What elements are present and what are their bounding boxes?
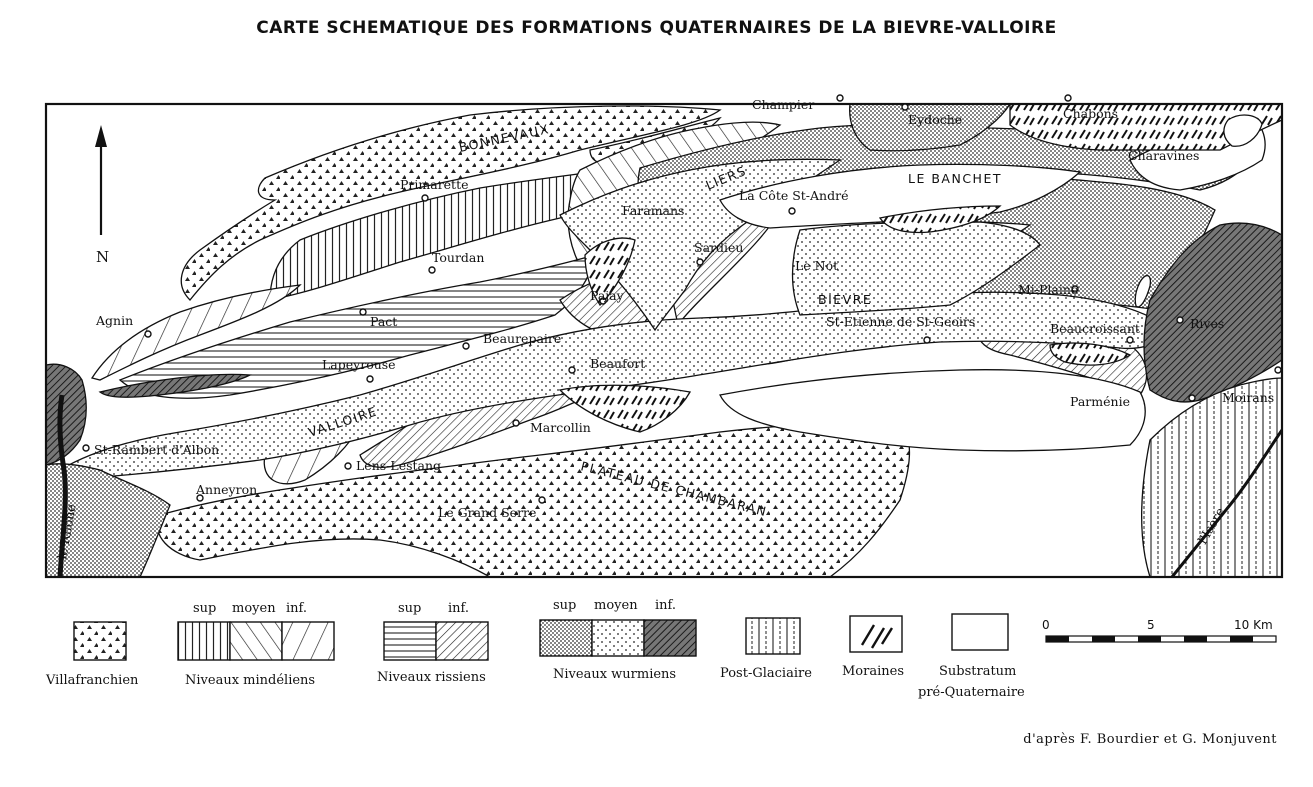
label-faramans: Faramans [622,203,684,218]
legend-swatch-riss-sup [384,622,436,660]
legend-label-substratum-2: pré-Quaternaire [918,685,1025,700]
north-label: N [96,248,109,266]
legend-swatch-mindel-inf [282,622,334,660]
label-bievre: BIEVRE [818,292,872,307]
scale-label-0: 0 [1042,618,1050,632]
label-moirans: Moirans [1222,390,1274,405]
label-anneyron: Anneyron [195,482,257,497]
legend-label-post-glaciaire: Post-Glaciaire [720,666,812,681]
legend-label-wurmiens: Niveaux wurmiens [553,667,676,682]
label-grand-serre: Le Grand Serre [438,505,536,520]
label-beaurepaire: Beaurepaire [483,331,561,346]
label-primarette: Primarette [400,177,469,192]
label-rives: Rives [1190,316,1224,331]
label-parmenie: Parménie [1070,394,1130,409]
legend-riss-inf: inf. [448,601,469,616]
legend-swatch-wurm-moyen [592,620,644,656]
legend: Villafranchien sup moyen inf. Niveaux mi… [45,598,1276,700]
legend-mindel-inf: inf. [286,601,307,616]
legend-swatch-post-glaciaire [746,618,800,654]
legend-wurm-moyen: moyen [594,598,638,613]
label-sardieu: Sardieu [694,240,743,255]
label-tourdan: Tourdan [432,250,484,265]
legend-mindel-moyen: moyen [232,601,276,616]
label-chabons: Chabons [1063,106,1118,121]
label-cote-st-andre: La Côte St-André [739,188,848,203]
legend-swatch-wurm-inf [644,620,696,656]
legend-riss-sup: sup [398,601,421,616]
legend-label-mindeliens: Niveaux mindéliens [185,673,315,688]
scale-label-5: 5 [1147,618,1155,632]
legend-wurm-inf: inf. [655,598,676,613]
credit-line: d'après F. Bourdier et G. Monjuvent [1023,732,1277,747]
legend-label-moraines: Moraines [842,664,904,679]
label-agnin: Agnin [95,313,133,328]
label-mi-plaine: Mi-Plaine [1018,282,1078,297]
legend-swatch-wurm-sup [540,620,592,656]
label-marcollin: Marcollin [530,420,591,435]
legend-swatch-riss-inf [436,622,488,660]
label-banchet: LE BANCHET [908,171,1002,186]
scale-bar: 0 5 10 Km [1042,618,1276,642]
label-le-not: Le Not [795,258,838,273]
legend-label-villafranchien: Villafranchien [45,673,139,688]
map-body [46,104,1282,577]
legend-swatch-mindel-sup [178,622,230,660]
label-st-etienne: St-Etienne de St-Geoirs [826,314,975,329]
legend-wurm-sup: sup [553,598,576,613]
label-beaucroissant: Beaucroissant [1050,321,1140,336]
label-lens-lestang: Lens-Lestang [356,458,441,473]
legend-label-substratum-1: Substratum [939,664,1016,679]
label-lapeyrouse: Lapeyrouse [322,357,396,372]
legend-swatch-moraines [850,616,902,652]
label-champier: Champier [752,97,814,112]
label-pajay: Pajay [590,288,625,303]
label-pact: Pact [370,314,397,329]
label-eydoche: Eydoche [908,112,962,127]
legend-swatch-villafranchien [74,622,126,660]
legend-label-rissiens: Niveaux rissiens [377,670,486,685]
label-st-rambert: St-Rambert d'Albon [94,442,219,457]
label-charavines: Charavines [1128,148,1199,163]
label-beaufort: Beaufort [590,356,645,371]
scale-label-10: 10 Km [1234,618,1273,632]
legend-swatch-mindel-moyen [230,622,282,660]
legend-mindel-sup: sup [193,601,216,616]
legend-swatch-substratum [952,614,1008,650]
